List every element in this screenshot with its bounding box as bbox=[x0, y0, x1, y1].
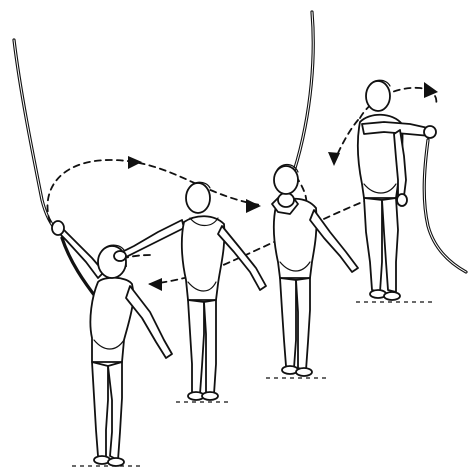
rope-right bbox=[424, 140, 466, 272]
arrow-head-icon bbox=[328, 152, 340, 166]
arrow-head-icon bbox=[148, 278, 162, 291]
motion-path-upper bbox=[48, 156, 262, 222]
arrow-head-icon bbox=[128, 156, 142, 169]
rope-center bbox=[288, 12, 313, 188]
arrow-head-icon bbox=[424, 82, 438, 98]
arrow-head-icon bbox=[246, 199, 261, 213]
figure-two bbox=[114, 182, 266, 402]
figure-three bbox=[266, 165, 358, 379]
